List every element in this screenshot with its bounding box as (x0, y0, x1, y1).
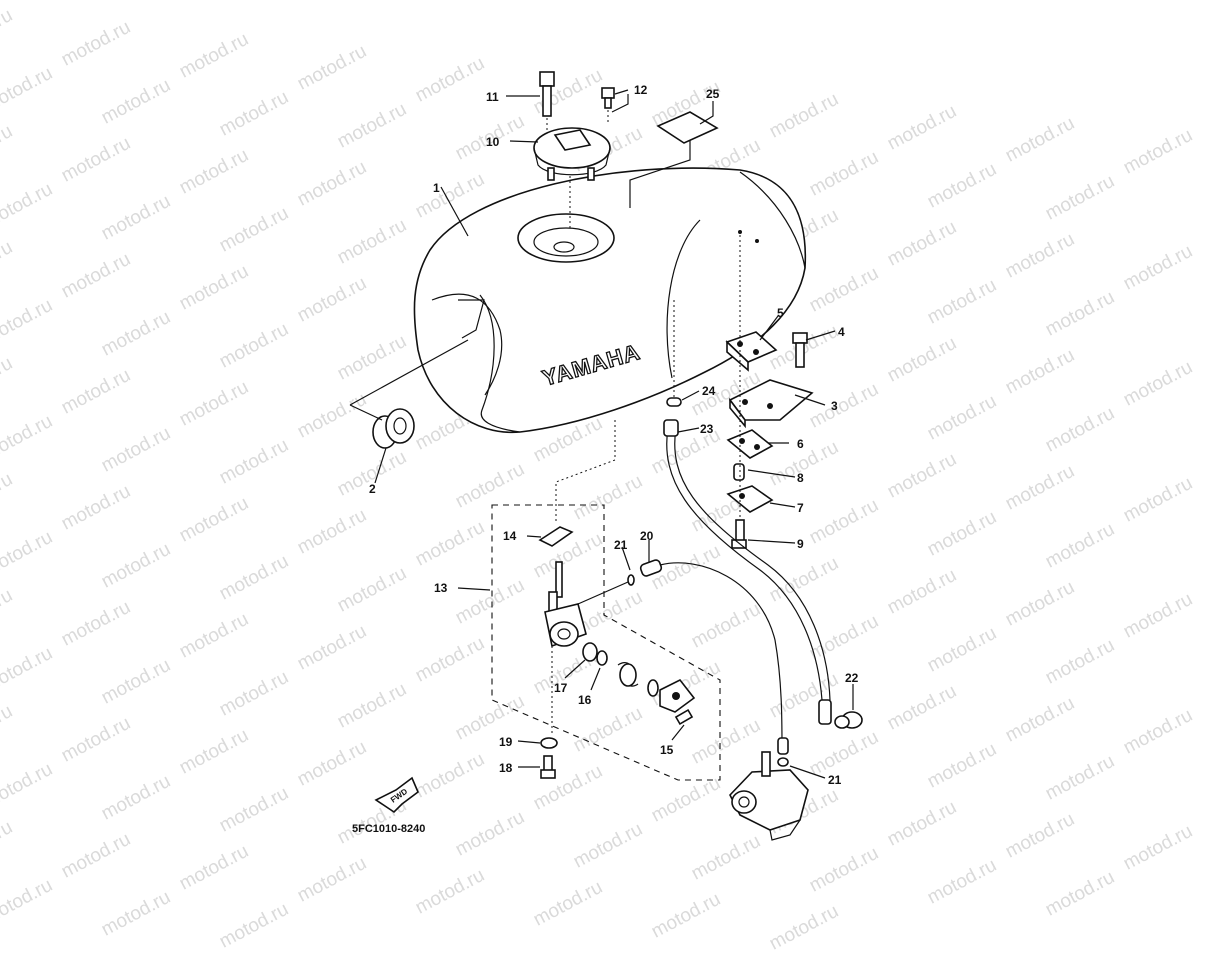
fuel-cap[interactable] (533, 127, 611, 181)
cap-bolt[interactable] (539, 71, 555, 117)
cock-gasket[interactable] (582, 642, 598, 662)
cap-screw[interactable] (601, 87, 615, 109)
leader-lines (374, 89, 854, 779)
hose-clip-upper[interactable] (627, 574, 635, 586)
callout-19: 19 (499, 735, 513, 749)
mount-bracket[interactable] (728, 379, 814, 429)
fuel-cock[interactable] (544, 561, 629, 648)
fuel-hose[interactable] (663, 419, 832, 725)
cock-seal[interactable] (647, 679, 659, 697)
callout-22: 22 (845, 671, 859, 685)
carburetor (729, 751, 809, 841)
callout-15: 15 (660, 743, 674, 757)
callout-25: 25 (706, 87, 720, 101)
callout-11: 11 (486, 90, 499, 104)
fuel-tank-parts-diagram: YAMAHA (349, 71, 863, 841)
callout-21a: 21 (614, 538, 628, 552)
cock-screw[interactable] (674, 708, 694, 726)
mount-collar[interactable] (733, 463, 745, 481)
callout-3: 3 (831, 399, 838, 413)
fuel-tank[interactable] (413, 167, 807, 434)
callout-1: 1 (433, 181, 440, 195)
mount-damper-bottom[interactable] (726, 485, 774, 513)
callout-16: 16 (578, 693, 592, 707)
callout-5: 5 (777, 306, 784, 320)
vacuum-hose-end[interactable] (639, 559, 663, 577)
callout-10: 10 (486, 135, 500, 149)
callout-9: 9 (797, 537, 804, 551)
callout-8: 8 (797, 471, 804, 485)
fuel-cock-assembly-outline (491, 504, 721, 781)
cock-screw-lower[interactable] (540, 755, 556, 779)
mount-bolt-lower[interactable] (731, 519, 747, 549)
callout-17: 17 (554, 681, 568, 695)
callout-23: 23 (700, 422, 714, 436)
callout-24: 24 (702, 384, 716, 398)
hose-clip[interactable] (666, 397, 682, 407)
caution-label[interactable] (656, 111, 719, 144)
vacuum-hose[interactable] (659, 562, 783, 749)
callout-18: 18 (499, 761, 513, 775)
hose-clamp[interactable] (834, 711, 863, 729)
callout-14: 14 (503, 529, 517, 543)
forward-direction-icon: FWD (374, 776, 419, 814)
cock-lever-plate[interactable] (659, 678, 696, 713)
callout-21b: 21 (828, 773, 842, 787)
mount-damper-top[interactable] (725, 331, 778, 372)
callout-12: 12 (634, 83, 648, 97)
callout-4: 4 (838, 325, 845, 339)
fuel-filter-strainer[interactable] (538, 526, 574, 547)
callout-7: 7 (797, 501, 804, 515)
callout-13: 13 (434, 581, 448, 595)
mount-bolt[interactable] (792, 332, 808, 368)
callout-6: 6 (797, 437, 804, 451)
callout-2: 2 (369, 482, 376, 496)
hose-clip-lower[interactable] (777, 757, 789, 767)
cock-o-ring[interactable] (596, 650, 608, 666)
cock-spring[interactable] (617, 662, 639, 687)
callout-20: 20 (640, 529, 654, 543)
cock-washer[interactable] (540, 737, 558, 749)
mount-damper-middle[interactable] (726, 429, 774, 459)
tank-damper[interactable] (372, 408, 415, 449)
diagram-code: 5FC1010-8240 (352, 823, 425, 835)
